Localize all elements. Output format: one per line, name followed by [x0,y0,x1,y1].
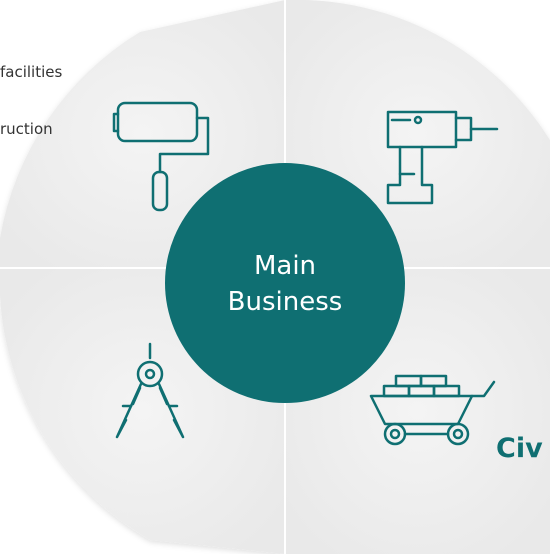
label-construction: ruction [0,120,53,138]
center-circle [165,163,405,403]
compass-icon [115,342,185,439]
center-title-line2: Business [227,287,343,317]
label-facilities: facilities [0,63,63,81]
drill-icon [386,110,499,205]
paint-roller-icon [112,101,210,212]
segment-label-civil: Civ [496,433,543,464]
center-title-line1: Main [253,251,317,281]
wheelbarrow-icon [369,374,496,446]
